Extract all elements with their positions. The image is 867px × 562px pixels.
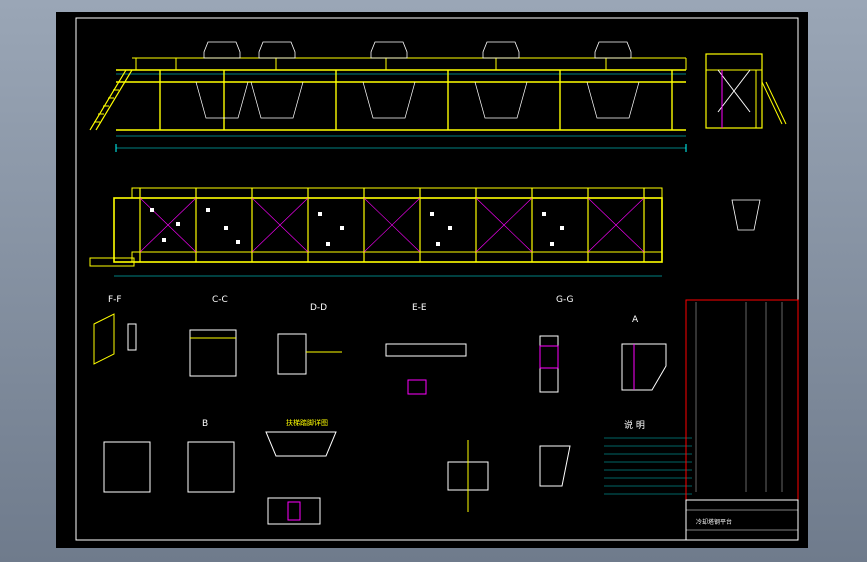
section-label-ee: E-E	[412, 303, 427, 313]
section-label-bb: B	[202, 419, 208, 429]
detail-title: 扶梯踏脚详图	[286, 418, 328, 427]
section-label-cc: C-C	[212, 295, 228, 305]
elevation-view	[89, 41, 687, 152]
section-label-aa: A	[632, 315, 639, 325]
section-label-dd: D-D	[310, 303, 327, 313]
notes-title: 说 明	[624, 419, 645, 431]
cad-drawing: F-F C-C D-D E-E G-G A B 扶梯踏脚详图 说 明	[75, 17, 799, 541]
material-table	[685, 299, 799, 541]
side-view	[705, 53, 787, 129]
section-label-ff: F-F	[108, 295, 122, 305]
drawing-sheet: F-F C-C D-D E-E G-G A B 扶梯踏脚详图 说 明	[56, 12, 808, 548]
section-label-gg: G-G	[556, 295, 574, 305]
outer-frame	[75, 17, 799, 541]
plan-view	[89, 187, 663, 277]
gusset-detail	[731, 199, 761, 231]
title-block: 冷却塔钢平台	[685, 499, 799, 541]
drawing-title: 冷却塔钢平台	[696, 518, 732, 526]
